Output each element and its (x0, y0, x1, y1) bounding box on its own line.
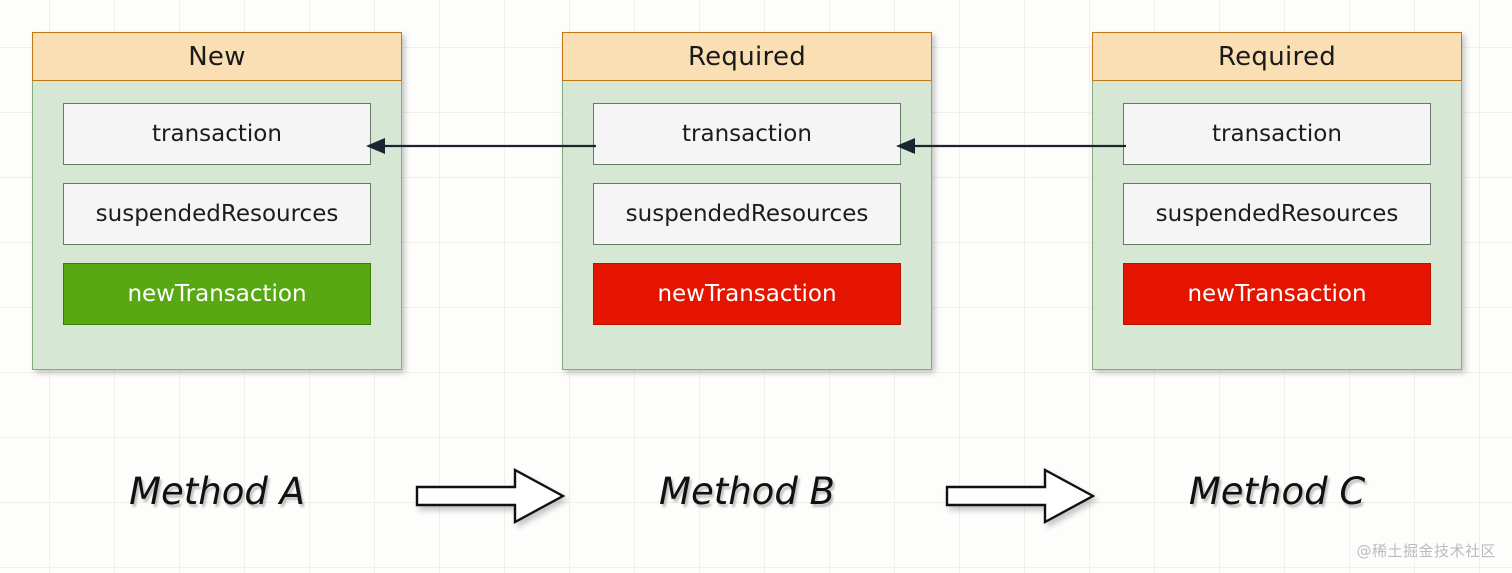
card-body: transaction suspendedResources newTransa… (32, 81, 402, 370)
field-label: newTransaction (1187, 281, 1367, 307)
field-transaction[interactable]: transaction (63, 103, 371, 165)
card-title: Required (1217, 41, 1337, 72)
field-label: transaction (682, 121, 812, 147)
card-required-b[interactable]: Required transaction suspendedResources … (562, 32, 932, 370)
watermark: @稀土掘金技术社区 (1356, 542, 1496, 560)
card-new[interactable]: New transaction suspendedResources newTr… (32, 32, 402, 370)
card-header: Required (562, 32, 932, 81)
field-suspended-resources[interactable]: suspendedResources (593, 183, 901, 245)
field-suspended-resources[interactable]: suspendedResources (1123, 183, 1431, 245)
field-label: transaction (1212, 121, 1342, 147)
card-title: New (188, 41, 246, 72)
field-label: suspendedResources (625, 201, 869, 227)
field-label: suspendedResources (95, 201, 339, 227)
field-suspended-resources[interactable]: suspendedResources (63, 183, 371, 245)
card-header: Required (1092, 32, 1462, 81)
field-new-transaction[interactable]: newTransaction (1123, 263, 1431, 325)
field-transaction[interactable]: transaction (1123, 103, 1431, 165)
field-label: suspendedResources (1155, 201, 1399, 227)
method-label-b: Method B (659, 470, 835, 513)
method-label-a: Method A (129, 470, 305, 513)
card-body: transaction suspendedResources newTransa… (1092, 81, 1462, 370)
card-required-c[interactable]: Required transaction suspendedResources … (1092, 32, 1462, 370)
field-label: newTransaction (657, 281, 837, 307)
card-body: transaction suspendedResources newTransa… (562, 81, 932, 370)
flow-arrow-b-c-icon (945, 465, 1095, 527)
field-new-transaction[interactable]: newTransaction (63, 263, 371, 325)
field-label: newTransaction (127, 281, 307, 307)
flow-arrow-a-b-icon (415, 465, 565, 527)
method-label-c: Method C (1188, 470, 1366, 513)
field-transaction[interactable]: transaction (593, 103, 901, 165)
card-title: Required (687, 41, 807, 72)
field-label: transaction (152, 121, 282, 147)
field-new-transaction[interactable]: newTransaction (593, 263, 901, 325)
card-header: New (32, 32, 402, 81)
